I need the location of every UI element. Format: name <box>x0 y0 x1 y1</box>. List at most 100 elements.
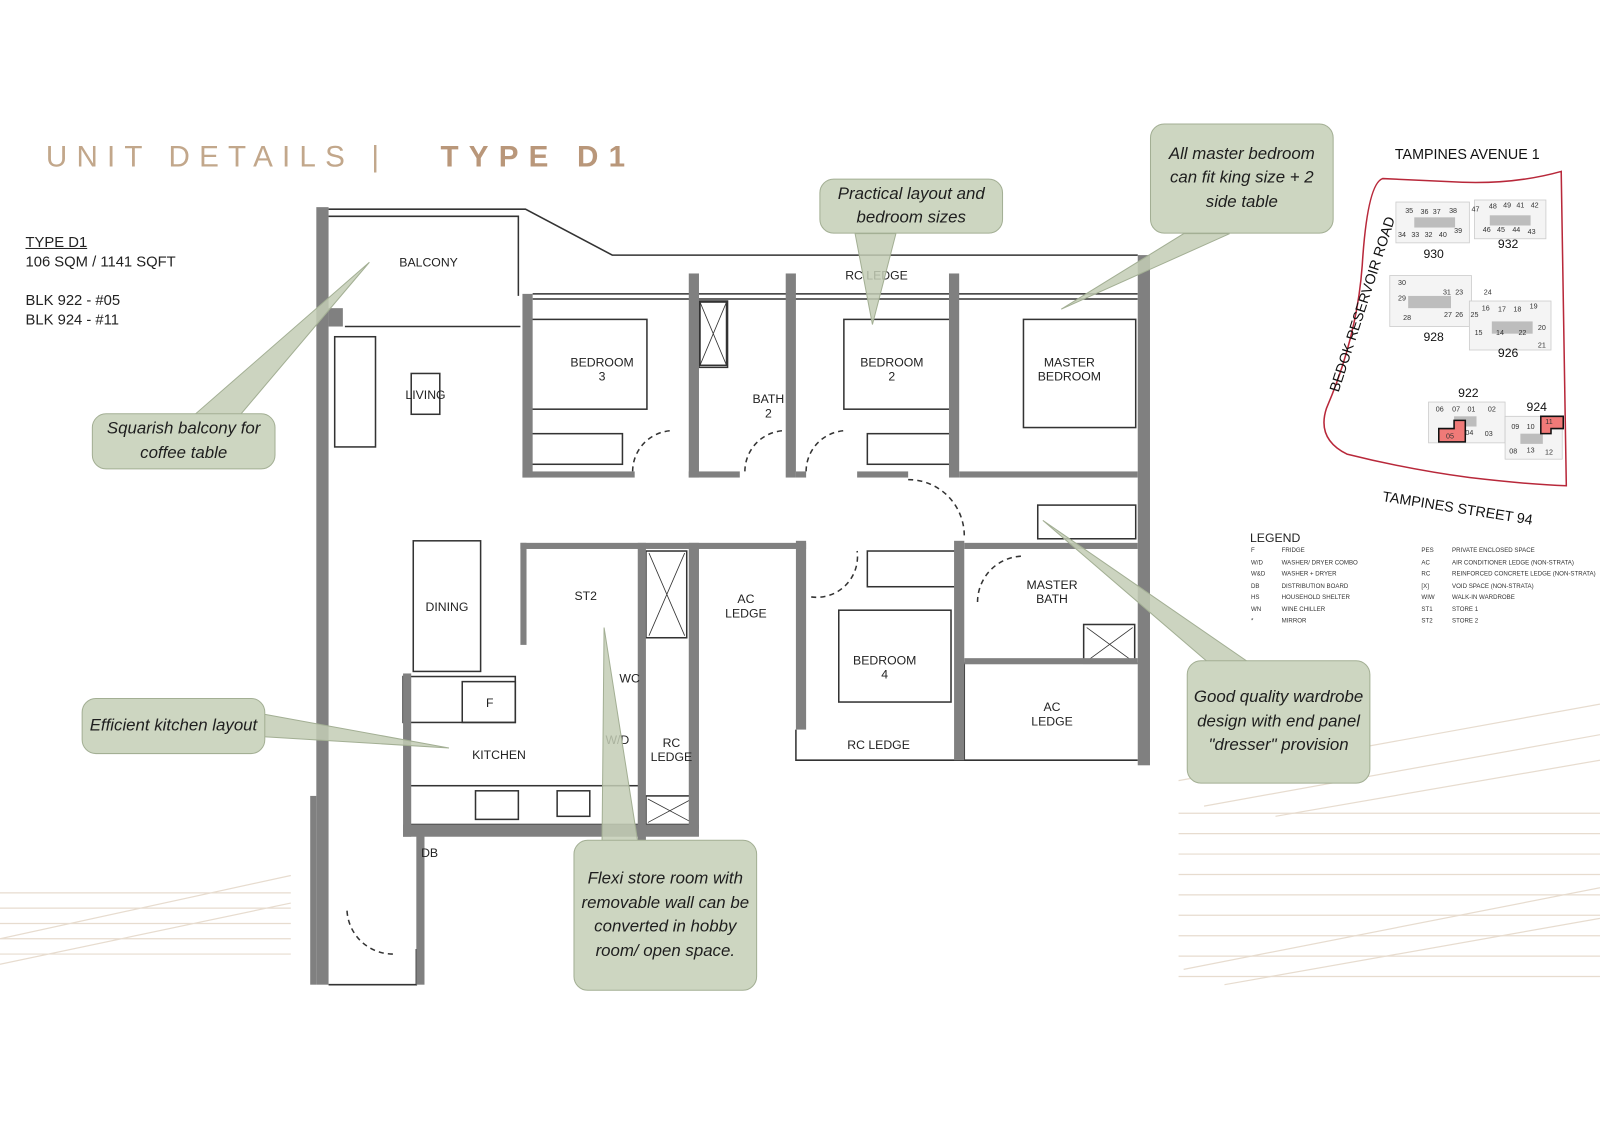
unit-number: 46 <box>1482 227 1491 235</box>
unit-number: 06 <box>1435 406 1444 414</box>
legend-description: MIRROR <box>1281 618 1307 625</box>
room-master-bedroom: MASTER BEDROOM <box>1037 355 1102 384</box>
room-living: LIVING <box>405 387 446 403</box>
unit-number: 38 <box>1449 207 1458 215</box>
unit-number: 12 <box>1544 449 1553 457</box>
legend-code: [X] <box>1421 583 1429 590</box>
legend-description: AIR CONDITIONER LEDGE (NON-STRATA) <box>1452 559 1574 566</box>
block-label: 924 <box>1526 399 1547 415</box>
unit-number: 26 <box>1455 311 1464 319</box>
title-light: UNIT DETAILS | <box>45 140 389 174</box>
unit-number: 03 <box>1484 431 1493 439</box>
legend-description: VOID SPACE (NON-STRATA) <box>1452 583 1534 590</box>
legend-description: PRIVATE ENCLOSED SPACE <box>1452 547 1535 555</box>
unit-number: 30 <box>1398 280 1407 288</box>
room-ac-ledge-2: AC LEDGE <box>1031 699 1073 729</box>
unit-number: 07 <box>1452 406 1461 414</box>
block-label: 922 <box>1458 385 1479 400</box>
unit-number: 32 <box>1424 232 1433 240</box>
legend-code: HS <box>1251 594 1260 602</box>
room-wc: WC <box>619 671 640 686</box>
room-bedroom-4: BEDROOM 4 <box>853 653 917 682</box>
block-label: 932 <box>1497 236 1519 252</box>
unit-number: 33 <box>1411 232 1420 240</box>
legend-code: WIW <box>1421 594 1435 602</box>
unit-number: 35 <box>1405 207 1414 215</box>
unit-number: 34 <box>1398 232 1407 240</box>
unit-block-2: BLK 924 - #11 <box>25 312 120 329</box>
unit-number: 10 <box>1526 423 1535 432</box>
unit-number: 21 <box>1537 342 1546 350</box>
site-boundary <box>1323 170 1568 487</box>
legend-description: REINFORCED CONCRETE LEDGE (NON-STRATA) <box>1452 571 1596 578</box>
room-rc-ledge-kitchen: RC LEDGE <box>650 735 693 765</box>
unit-number: 14 <box>1496 330 1504 338</box>
unit-number: 20 <box>1537 324 1546 333</box>
legend-code: ST2 <box>1421 618 1433 625</box>
legend-code: WN <box>1251 606 1262 613</box>
unit-number: 15 <box>1474 330 1483 338</box>
unit-info: TYPE D1 106 SQM / 1141 SQFT BLK 922 - #0… <box>26 234 176 331</box>
legend-description: STORE 2 <box>1452 618 1479 625</box>
unit-number: 25 <box>1470 311 1479 319</box>
unit-number: 11 <box>1545 418 1553 427</box>
unit-number: 42 <box>1530 202 1539 210</box>
legend-description: DISTRIBUTION BOARD <box>1281 583 1349 590</box>
room-balcony: BALCONY <box>399 255 458 270</box>
legend-code: RC <box>1421 571 1431 578</box>
unit-area: 106 SQM / 1141 SQFT <box>25 254 176 271</box>
legend-title: LEGEND <box>1249 530 1301 545</box>
room-ac-ledge-1: AC LEDGE <box>725 591 767 621</box>
legend-description: WASHER/ DRYER COMBO <box>1281 559 1358 566</box>
unit-number: 16 <box>1481 305 1490 313</box>
unit-number: 17 <box>1498 306 1507 314</box>
unit-number: 13 <box>1526 447 1535 455</box>
unit-number: 24 <box>1483 289 1492 297</box>
unit-number: 23 <box>1455 289 1464 297</box>
unit-number: 43 <box>1527 229 1536 237</box>
unit-number: 19 <box>1529 303 1538 311</box>
room-rc-ledge-bottom: RC LEDGE <box>847 737 910 753</box>
callout-store-room: Flexi store room with removable wall can… <box>573 839 758 991</box>
unit-05-highlight <box>1437 419 1467 443</box>
unit-number: 45 <box>1497 227 1505 235</box>
unit-11-highlight <box>1540 415 1565 435</box>
unit-number: 22 <box>1518 330 1527 338</box>
legend-code: * <box>1251 618 1254 625</box>
unit-number: 48 <box>1488 203 1497 211</box>
block-label: 930 <box>1423 246 1444 262</box>
unit-number: 08 <box>1509 448 1518 456</box>
legend-description: WINE CHILLER <box>1281 606 1326 613</box>
legend-description: WASHER + DRYER <box>1281 571 1337 578</box>
callout-kitchen: Efficient kitchen layout <box>81 697 266 755</box>
callout-master-bedroom: All master bedroom can fit king size + 2… <box>1149 123 1334 234</box>
unit-number: 37 <box>1432 208 1441 216</box>
legend-description: WALK-IN WARDROBE <box>1452 594 1515 602</box>
legend-code: W/D <box>1251 559 1263 566</box>
callout-bedroom-sizes: Practical layout and bedroom sizes <box>819 178 1004 234</box>
unit-number: 28 <box>1403 314 1412 322</box>
room-bedroom-3: BEDROOM 3 <box>570 355 634 384</box>
fridge-label: F <box>486 695 494 711</box>
unit-number: 49 <box>1503 202 1512 210</box>
unit-type: TYPE D1 <box>25 234 88 252</box>
room-bath-2: BATH 2 <box>752 391 785 421</box>
room-st2: ST2 <box>574 588 597 604</box>
room-dining: DINING <box>425 599 469 615</box>
block-label: 928 <box>1423 329 1444 344</box>
legend-description: STORE 1 <box>1452 606 1479 613</box>
page-title: UNIT DETAILS | TYPE D1 <box>46 141 635 175</box>
unit-block-1: BLK 922 - #05 <box>25 292 121 310</box>
block-label: 926 <box>1497 345 1519 361</box>
legend-code: AC <box>1421 559 1430 566</box>
unit-number: 44 <box>1512 227 1521 235</box>
unit-number: 29 <box>1398 295 1407 303</box>
legend-description: FRIDGE <box>1281 547 1305 555</box>
room-master-bath: MASTER BATH <box>1026 577 1078 607</box>
callout-balcony: Squarish balcony for coffee table <box>91 413 276 470</box>
road-tampines-avenue-1: TAMPINES AVENUE 1 <box>1394 145 1540 163</box>
unit-number: 40 <box>1438 232 1447 240</box>
